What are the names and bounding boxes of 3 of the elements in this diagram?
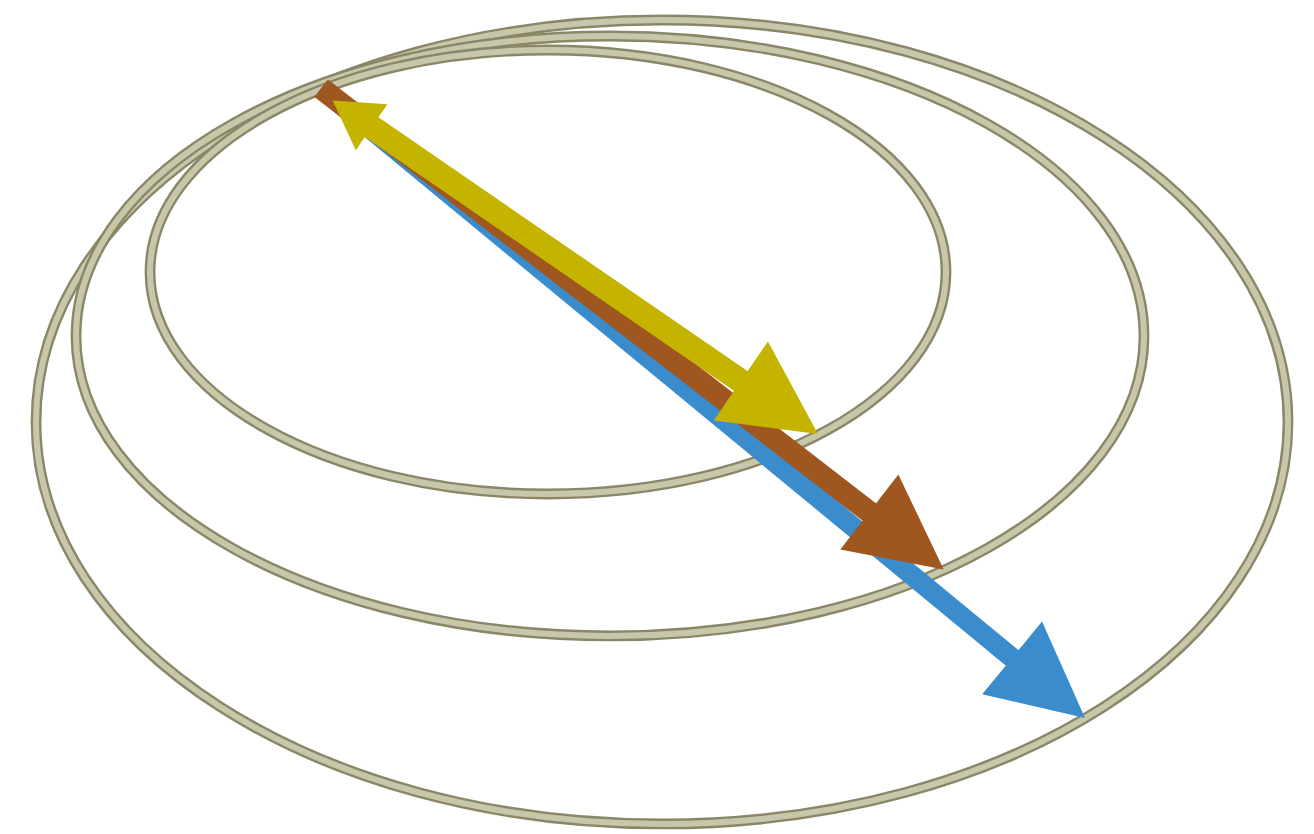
ellipse-ring bbox=[70, 30, 1150, 642]
ellipse-ring bbox=[30, 14, 1294, 830]
ellipse-ring bbox=[144, 44, 952, 500]
